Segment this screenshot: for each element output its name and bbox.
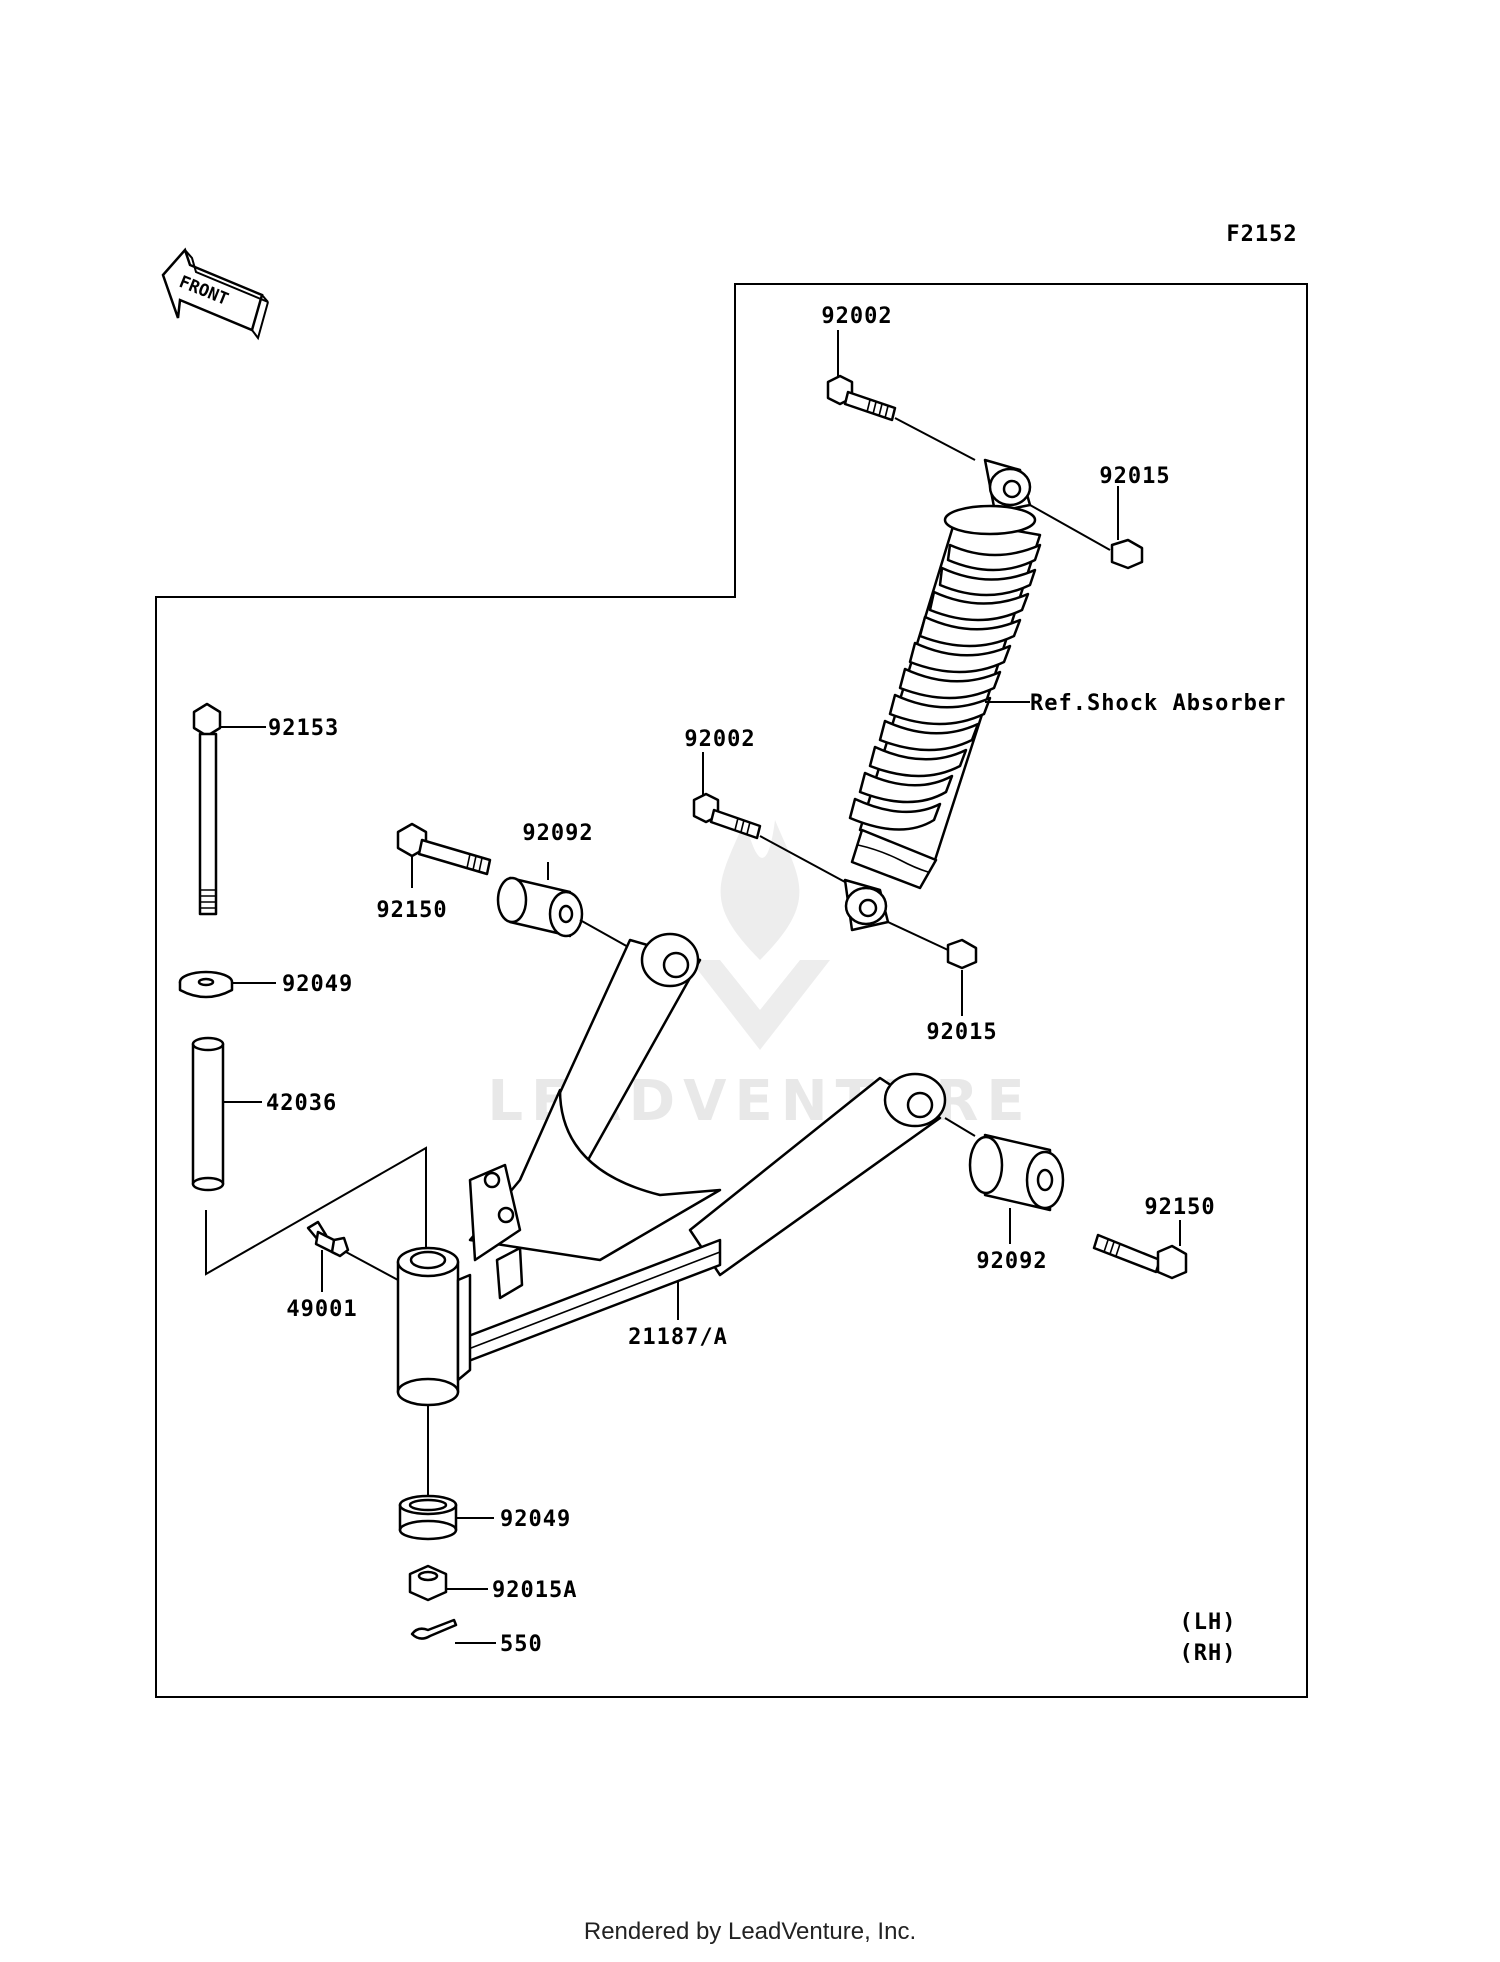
washer-92049-top — [178, 970, 234, 999]
label-92002-top[interactable]: 92002 — [821, 304, 892, 329]
label-42036[interactable]: 42036 — [266, 1091, 337, 1116]
diagram-code: F2152 — [1226, 222, 1297, 247]
shock-bottom-eye — [843, 878, 890, 932]
shock-spring — [848, 504, 1042, 890]
dust-seal-92049-bottom — [398, 1494, 458, 1541]
bolt-92002-top — [826, 374, 897, 422]
label-92015-mid[interactable]: 92015 — [926, 1020, 997, 1045]
label-550[interactable]: 550 — [500, 1632, 543, 1657]
front-arrow-icon: FRONT — [161, 247, 269, 341]
label-49001[interactable]: 49001 — [286, 1297, 357, 1322]
label-92092-left[interactable]: 92092 — [522, 821, 593, 846]
label-92002-mid[interactable]: 92002 — [684, 727, 755, 752]
castle-nut-92015A — [408, 1564, 448, 1602]
label-92015-top[interactable]: 92015 — [1099, 464, 1170, 489]
shock-top-eye — [983, 458, 1032, 514]
bushing-92092-left — [496, 876, 584, 938]
cotter-pin-550 — [410, 1618, 458, 1640]
label-92049-top[interactable]: 92049 — [282, 972, 353, 997]
footer-credit: Rendered by LeadVenture, Inc. — [583, 1918, 917, 1945]
diagram-frame — [155, 283, 1308, 1698]
nut-92015-top — [1110, 538, 1144, 570]
bushing-92092-right — [968, 1133, 1065, 1212]
label-92150-right[interactable]: 92150 — [1144, 1195, 1215, 1220]
bolt-92150-right — [1092, 1233, 1188, 1280]
label-92015A[interactable]: 92015A — [492, 1578, 577, 1603]
bolt-92150-left — [396, 822, 492, 876]
shock-absorber — [692, 374, 1144, 970]
label-21187-a[interactable]: 21187/A — [628, 1325, 728, 1350]
bolt-92153 — [192, 702, 222, 916]
label-ref-shock-absorber[interactable]: Ref.Shock Absorber — [1030, 691, 1286, 716]
label-92150-left[interactable]: 92150 — [376, 898, 447, 923]
label-rh: (RH) — [1180, 1641, 1237, 1666]
label-92092-right[interactable]: 92092 — [976, 1249, 1047, 1274]
label-92153[interactable]: 92153 — [268, 716, 339, 741]
leader-lines — [220, 330, 1181, 1644]
bolt-92002-mid — [692, 792, 762, 840]
collar-42036 — [191, 1036, 225, 1192]
label-92049-bottom[interactable]: 92049 — [500, 1507, 571, 1532]
label-lh: (LH) — [1180, 1610, 1237, 1635]
grease-nipple-49001 — [306, 1220, 350, 1258]
nut-92015-mid — [946, 938, 978, 970]
